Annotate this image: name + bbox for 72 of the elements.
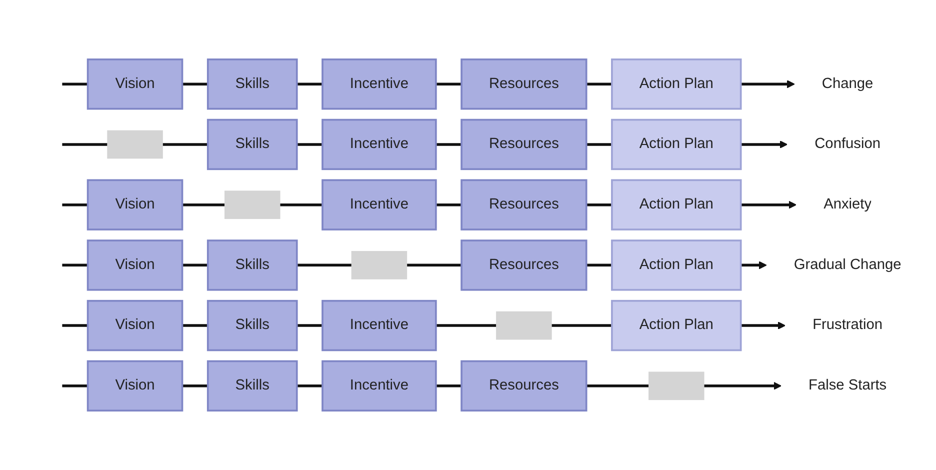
connector xyxy=(586,82,612,86)
node-box xyxy=(322,360,437,412)
node-box xyxy=(322,58,437,110)
node-box xyxy=(322,179,437,230)
node-box xyxy=(648,372,704,400)
arrow xyxy=(740,322,786,330)
arrow xyxy=(740,80,795,88)
node-box xyxy=(86,360,184,412)
arrow xyxy=(704,382,782,390)
node-box xyxy=(611,58,742,110)
connector xyxy=(436,82,462,86)
node-box xyxy=(107,130,163,159)
connector xyxy=(296,143,322,146)
node-box xyxy=(351,251,408,280)
arrow xyxy=(740,261,767,270)
node-box xyxy=(86,300,184,352)
connector xyxy=(182,264,208,267)
node-box xyxy=(611,240,742,291)
connector xyxy=(62,324,88,327)
node-box xyxy=(86,58,184,110)
node-text: Frustration xyxy=(812,317,883,333)
node-text: False Starts xyxy=(808,378,887,394)
connector xyxy=(296,82,322,86)
connector xyxy=(551,324,612,327)
connector xyxy=(62,143,108,146)
node-box xyxy=(460,240,588,291)
connector xyxy=(296,384,322,388)
node-box xyxy=(206,240,298,291)
connector xyxy=(586,143,612,146)
connector xyxy=(436,324,496,327)
connector xyxy=(182,324,208,327)
node-box xyxy=(611,118,742,170)
connector xyxy=(436,384,462,388)
node-box xyxy=(322,300,437,352)
node-box xyxy=(460,58,588,110)
connector xyxy=(436,203,462,206)
connector xyxy=(182,203,225,206)
connector xyxy=(162,143,208,146)
connector xyxy=(296,264,352,267)
node-box xyxy=(460,179,588,230)
node-box xyxy=(460,118,588,170)
connector xyxy=(62,384,88,388)
node-box xyxy=(611,300,742,352)
node-box xyxy=(611,179,742,230)
node-box xyxy=(206,58,298,110)
connector xyxy=(586,384,649,388)
connector xyxy=(182,384,208,388)
connector xyxy=(586,203,612,206)
node-box xyxy=(224,190,280,219)
node-box xyxy=(496,311,552,340)
connector xyxy=(182,82,208,86)
connector xyxy=(280,203,322,206)
node-box xyxy=(206,300,298,352)
node-box xyxy=(206,118,298,170)
node-text: Change xyxy=(822,76,874,92)
arrow xyxy=(740,200,796,209)
connector xyxy=(62,264,88,267)
node-text: Gradual Change xyxy=(794,256,902,272)
node-box xyxy=(86,240,184,291)
arrow xyxy=(740,140,788,148)
connector xyxy=(436,143,462,146)
connector xyxy=(406,264,462,267)
connector xyxy=(62,82,88,86)
node-box xyxy=(322,118,437,170)
node-text: Confusion xyxy=(814,136,880,152)
connector xyxy=(62,203,88,206)
node-box xyxy=(86,179,184,230)
node-text: Anxiety xyxy=(824,196,872,212)
connector xyxy=(586,264,612,267)
node-box xyxy=(206,360,298,412)
node-box xyxy=(460,360,588,412)
connector xyxy=(296,324,322,327)
